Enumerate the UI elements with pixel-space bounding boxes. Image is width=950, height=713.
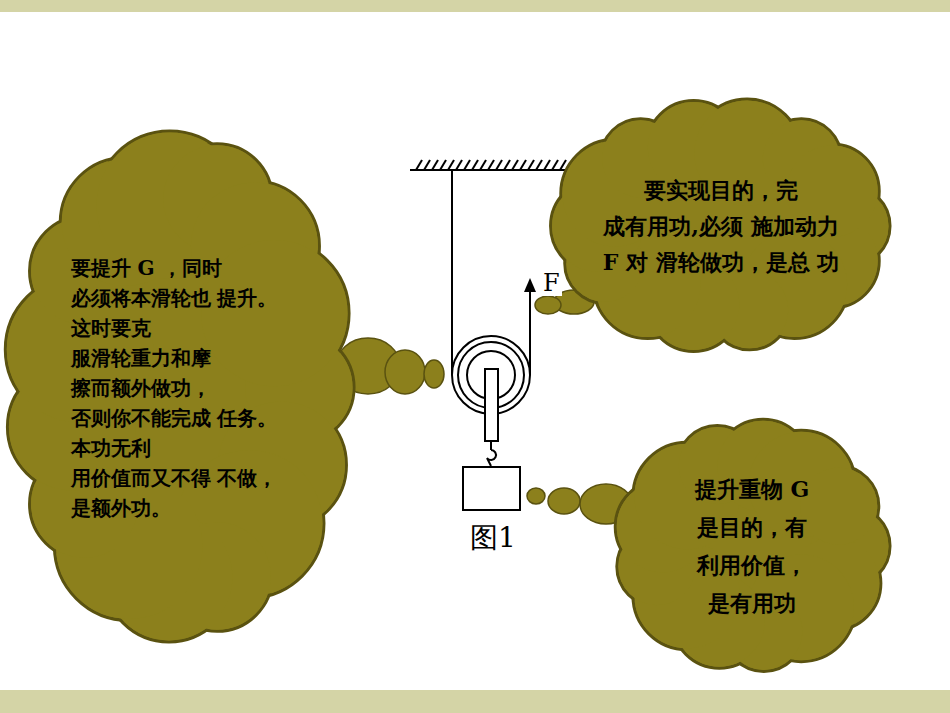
hatch-stroke xyxy=(552,160,558,170)
rope xyxy=(451,170,453,375)
bottom-bar xyxy=(0,690,950,713)
top-bar xyxy=(0,0,950,12)
hatch-stroke xyxy=(456,160,462,170)
hatch-stroke xyxy=(560,160,566,170)
hatch-stroke xyxy=(536,160,542,170)
cloud-text: 要实现目的，完 成有用功,必须 施加动力 F 对 滑轮做功，是总 功 xyxy=(596,172,846,280)
hatch-stroke xyxy=(416,160,422,170)
hatch-stroke xyxy=(504,160,510,170)
hatch-stroke xyxy=(424,160,430,170)
thought-cloud: 要实现目的，完 成有用功,必须 施加动力 F 对 滑轮做功，是总 功 xyxy=(560,108,882,344)
hatch-stroke xyxy=(512,160,518,170)
hatch-stroke xyxy=(464,160,470,170)
force-label: F xyxy=(541,270,562,296)
hook xyxy=(490,441,492,450)
strap xyxy=(485,369,498,441)
hatch-stroke xyxy=(472,160,478,170)
figure-label: 图1 xyxy=(468,523,518,553)
hatch-stroke xyxy=(496,160,502,170)
weight-block xyxy=(463,467,520,510)
hatch-stroke xyxy=(528,160,534,170)
cloud-shape xyxy=(622,428,882,664)
thought-cloud: 提升重物 G 是目的，有 利用价值， 是有用功 xyxy=(622,428,882,664)
hatch-stroke xyxy=(488,160,494,170)
rope xyxy=(529,288,531,375)
ceiling xyxy=(410,160,576,170)
hatch-stroke xyxy=(520,160,526,170)
hatch-stroke xyxy=(448,160,454,170)
thought-bubbles xyxy=(336,290,632,524)
force-arrow xyxy=(524,278,536,292)
hatch-stroke xyxy=(432,160,438,170)
hook xyxy=(487,450,496,466)
cloud-text: 提升重物 G 是目的，有 利用价值， 是有用功 xyxy=(657,470,847,622)
cloud-text: 要提升 G ，同时 必须将本滑轮也 提升。这时要克 服滑轮重力和摩 擦而额外做功… xyxy=(71,253,291,523)
hatch-stroke xyxy=(480,160,486,170)
hatch-stroke xyxy=(440,160,446,170)
hatch-stroke xyxy=(544,160,550,170)
thought-cloud: 要提升 G ，同时 必须将本滑轮也 提升。这时要克 服滑轮重力和摩 擦而额外做功… xyxy=(18,145,343,630)
